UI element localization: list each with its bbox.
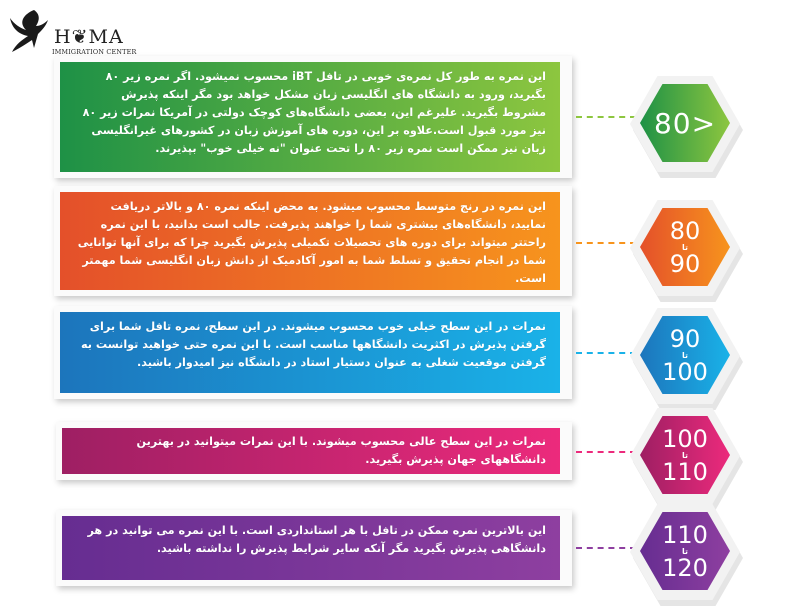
tier-description-90-100: نمرات در این سطح خیلی خوب محسوب میشوند. … bbox=[60, 312, 560, 393]
tier-text: نمرات در این سطح عالی محسوب میشوند. با ا… bbox=[136, 435, 546, 466]
badge-to: 100 bbox=[662, 357, 708, 386]
connector-dash bbox=[576, 547, 636, 549]
badge-value: 80> bbox=[653, 106, 717, 140]
phoenix-bird-icon bbox=[10, 10, 48, 52]
badge-from: 110 bbox=[662, 520, 708, 549]
connector-dash bbox=[576, 352, 636, 354]
badge-from: 80 bbox=[669, 216, 701, 245]
connector-dash bbox=[576, 242, 636, 244]
connector-dash bbox=[576, 451, 636, 453]
badge-to: 110 bbox=[662, 457, 708, 486]
tier-description-110-120: این بالاترین نمره ممکن در تافل با هر است… bbox=[62, 516, 560, 580]
badge-to-label: تا bbox=[681, 350, 688, 360]
logo-title: H❦MA bbox=[54, 26, 124, 48]
tier-text: نمرات در این سطح خیلی خوب محسوب میشوند. … bbox=[81, 320, 546, 369]
tier-text: این بالاترین نمره ممکن در تافل با هر است… bbox=[87, 524, 546, 555]
badge-to: 90 bbox=[669, 249, 701, 278]
tier-description-100-110: نمرات در این سطح عالی محسوب میشوند. با ا… bbox=[62, 428, 560, 474]
badge-to-label: تا bbox=[681, 546, 688, 556]
badge-from: 90 bbox=[669, 324, 701, 353]
badge-to-label: تا bbox=[681, 242, 688, 252]
tier-description-80-90: این نمره در رنج متوسط محسوب میشود. به مح… bbox=[60, 192, 560, 290]
tier-description-below-80: این نمره به طور کل نمره‌ی خوبی در تافل i… bbox=[60, 62, 560, 172]
tier-text: این نمره در رنج متوسط محسوب میشود. به مح… bbox=[77, 200, 546, 285]
connector-dash bbox=[576, 116, 636, 118]
badge-to-label: تا bbox=[681, 450, 688, 460]
hima-logo: H❦MA IMMIGRATION CENTER bbox=[4, 4, 154, 60]
badge-from: 100 bbox=[662, 424, 708, 453]
tier-text: این نمره به طور کل نمره‌ی خوبی در تافل i… bbox=[82, 70, 546, 155]
logo-subtitle: IMMIGRATION CENTER bbox=[52, 48, 137, 56]
badge-to: 120 bbox=[662, 553, 708, 582]
